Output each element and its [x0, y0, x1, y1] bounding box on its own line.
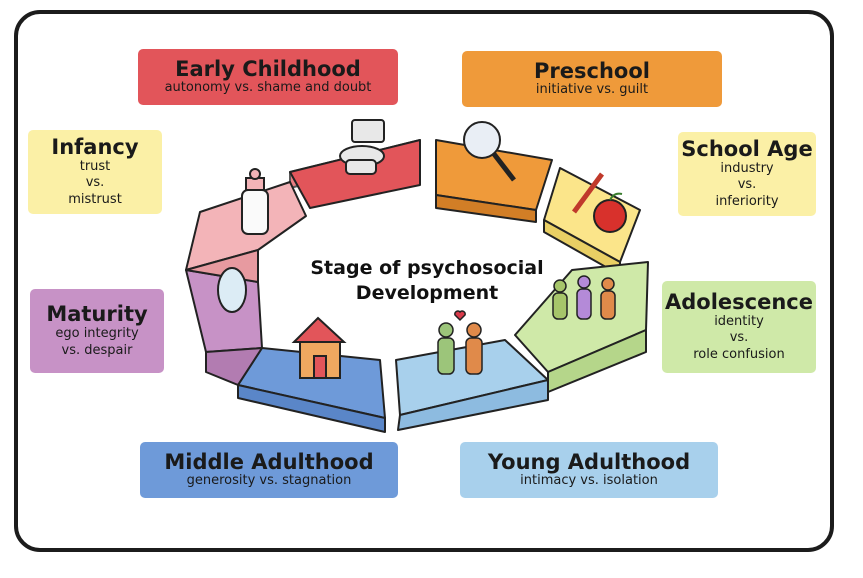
- stage-title: Early Childhood: [175, 57, 361, 82]
- stage-conflict-line1: industry: [720, 161, 774, 177]
- stage-title: Maturity: [46, 302, 148, 327]
- stage-box-adolescence: Adolescence identity vs. role confusion: [662, 281, 816, 373]
- stage-box-maturity: Maturity ego integrity vs. despair: [30, 289, 164, 373]
- stage-title: Young Adulthood: [487, 450, 691, 475]
- stage-conflict: intimacy vs. isolation: [520, 473, 658, 489]
- center-title-line2: Development: [355, 281, 499, 304]
- stage-conflict-line2: vs.: [729, 330, 749, 346]
- stage-box-school-age: School Age industry vs. inferiority: [678, 132, 816, 216]
- magnifying-glass-icon: [463, 121, 516, 182]
- stage-conflict-line1: ego integrity: [55, 326, 139, 342]
- stage-conflict: generosity vs. stagnation: [186, 473, 352, 489]
- stage-title: Adolescence: [665, 290, 813, 315]
- stage-box-early-childhood: Early Childhood autonomy vs. shame and d…: [138, 49, 398, 105]
- center-title-line1: Stage of psychosocial: [310, 257, 544, 279]
- house-icon: [291, 316, 347, 379]
- stage-conflict-line2: vs.: [85, 175, 105, 191]
- stage-title: Infancy: [51, 135, 139, 160]
- baby-bottle-icon: [241, 168, 269, 235]
- stage-title: Preschool: [534, 59, 650, 84]
- stage-conflict-line1: trust: [79, 159, 111, 175]
- stage-box-middle-adulthood: Middle Adulthood generosity vs. stagnati…: [140, 442, 398, 498]
- stage-box-infancy: Infancy trust vs. mistrust: [28, 130, 162, 214]
- center-title: Stage of psychosocial Development: [262, 256, 592, 305]
- stage-conflict-line2: vs.: [737, 177, 757, 193]
- stage-box-preschool: Preschool initiative vs. guilt: [462, 51, 722, 107]
- apple-pencil-icon: [571, 172, 627, 233]
- stage-title: Middle Adulthood: [164, 450, 374, 475]
- stage-conflict-line1: identity: [714, 314, 764, 330]
- stage-title: School Age: [681, 137, 813, 162]
- segment-preschool: [435, 139, 553, 223]
- stage-conflict-line3: mistrust: [68, 191, 122, 207]
- couple-heart-icon: [437, 310, 483, 375]
- stage-conflict: autonomy vs. shame and doubt: [164, 80, 372, 96]
- mirror-icon: [217, 267, 247, 313]
- stage-conflict-line2: vs. despair: [61, 342, 133, 358]
- stage-box-young-adulthood: Young Adulthood intimacy vs. isolation: [460, 442, 718, 498]
- stage-conflict-line3: inferiority: [715, 193, 779, 209]
- stage-conflict-line3: role confusion: [693, 346, 785, 362]
- stage-conflict: initiative vs. guilt: [535, 82, 649, 98]
- toilet-icon: [339, 119, 385, 175]
- group-of-people-icon: [552, 275, 616, 320]
